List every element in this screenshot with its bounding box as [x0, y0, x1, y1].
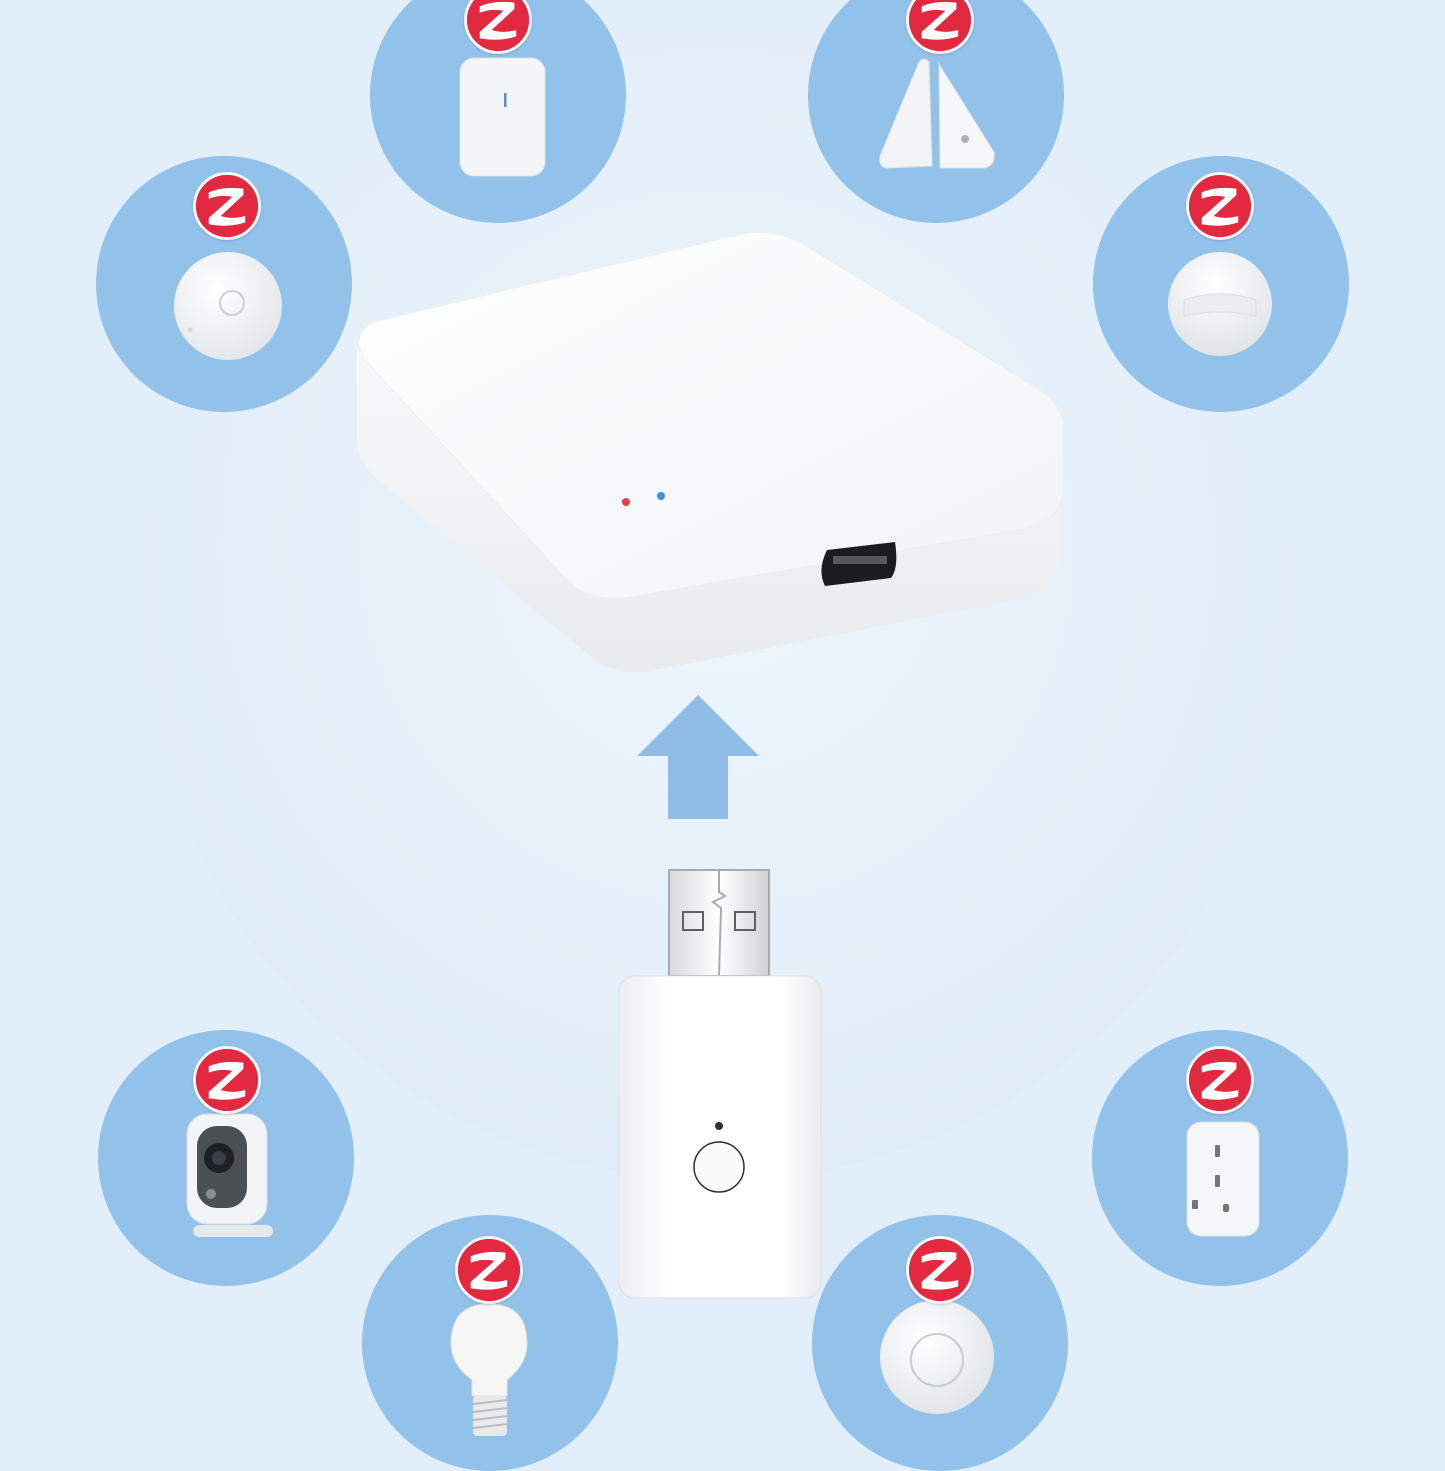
pir-motion-sensor-icon	[1168, 252, 1272, 356]
dongle-pair-button	[693, 1141, 745, 1193]
status-led-red	[622, 498, 630, 506]
zigbee-logo-icon	[464, 0, 532, 54]
camera-icon	[186, 1113, 273, 1237]
door-sensor-icon	[879, 58, 995, 169]
round-button-icon	[880, 1300, 994, 1414]
zigbee-logo-icon	[1186, 1046, 1254, 1114]
arrow-up-icon	[637, 695, 759, 819]
zigbee-logo-icon	[193, 172, 261, 240]
gateway-hub-icon	[357, 231, 1064, 673]
zigbee-logo-icon	[906, 0, 974, 54]
vibration-sensor-icon	[459, 57, 546, 177]
light-bulb-icon	[450, 1303, 528, 1436]
round-button-icon	[174, 252, 282, 360]
zigbee-logo-icon	[1186, 172, 1254, 240]
plug-icon	[1186, 1121, 1260, 1237]
zigbee-logo-icon	[455, 1236, 523, 1304]
usb-dongle-icon	[618, 869, 822, 1299]
zigbee-logo-icon	[193, 1046, 261, 1114]
status-led-blue	[657, 492, 665, 500]
zigbee-logo-icon	[906, 1236, 974, 1304]
dongle-led	[715, 1122, 723, 1130]
